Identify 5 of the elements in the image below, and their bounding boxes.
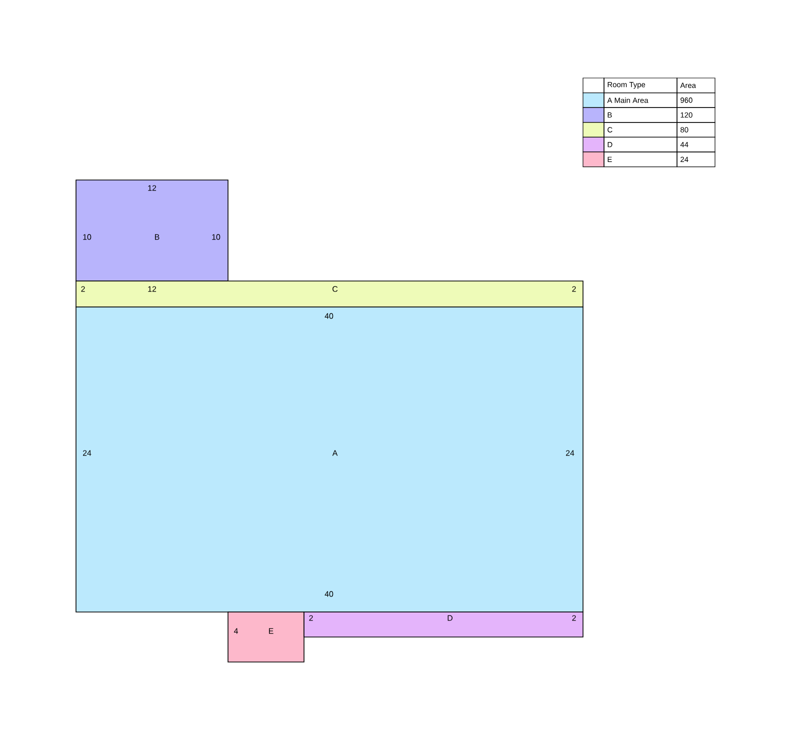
room: [304, 612, 584, 638]
room: [228, 612, 304, 662]
room: [76, 180, 228, 282]
room: [76, 306, 584, 612]
room: [76, 280, 584, 308]
